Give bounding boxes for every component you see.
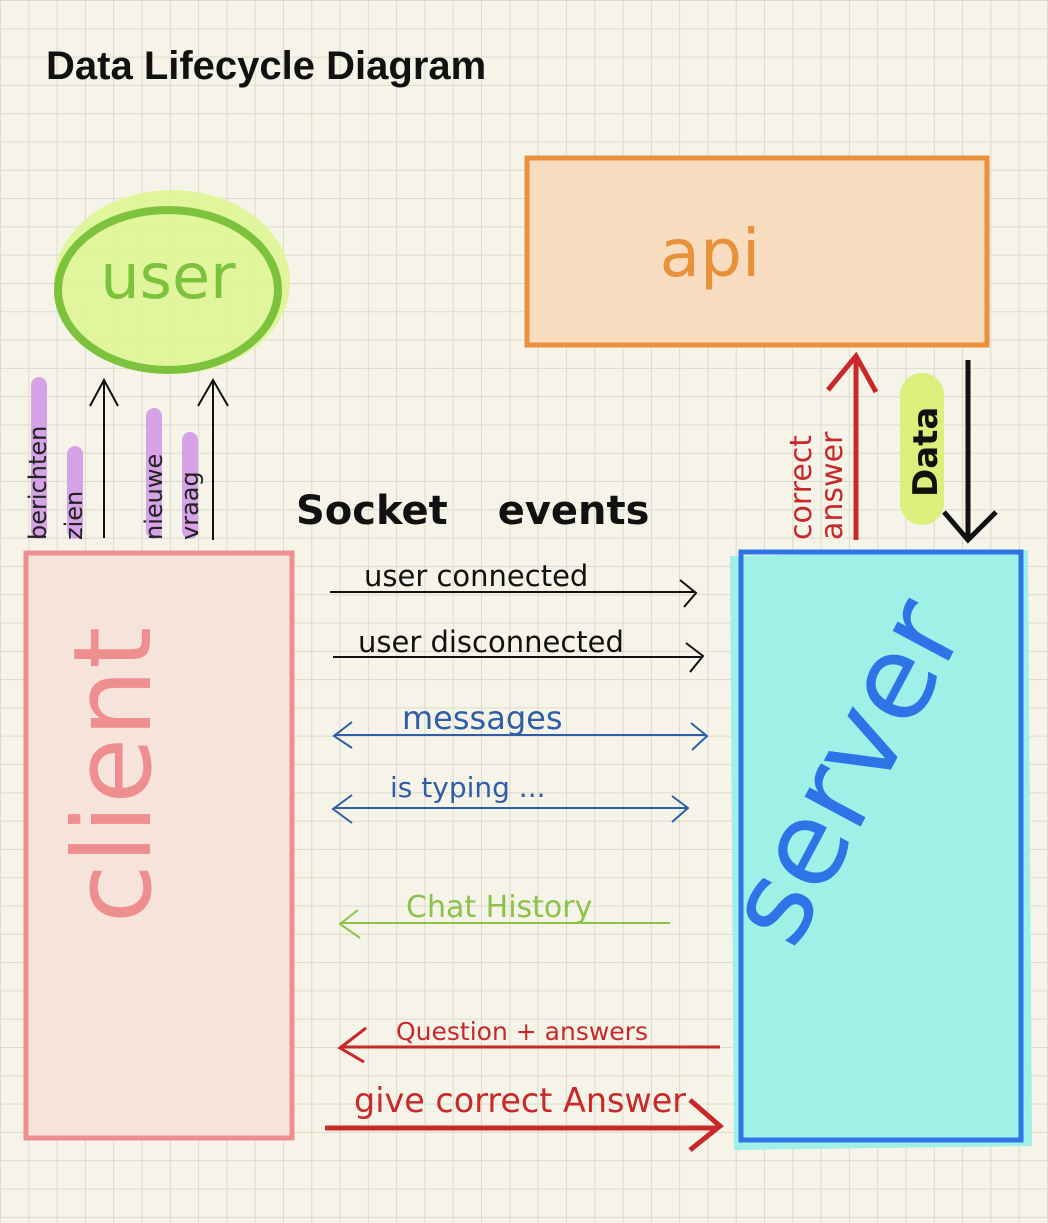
event-is-typing: is typing ... (331, 771, 690, 824)
arrow-head-right (688, 1098, 724, 1152)
api-to-server-link: Data (900, 360, 998, 544)
event-give-correct-answer: give correct Answer (325, 1081, 724, 1152)
arrow-head-left (338, 909, 361, 939)
arrow-head (942, 510, 998, 544)
arrow-head-right (690, 722, 709, 751)
client-label: client (51, 627, 176, 924)
page-title: Data Lifecycle Diagram (46, 44, 487, 88)
link-highlight (31, 377, 47, 539)
user-node: user (54, 190, 290, 374)
link-label-line2: vraag (176, 471, 204, 540)
link-label-line1: nieuwe (140, 454, 168, 540)
arrow-head (89, 377, 119, 407)
api-box (524, 155, 990, 348)
server-to-api-link: correct answer (784, 351, 879, 540)
event-label: messages (402, 699, 562, 737)
client-node: client (23, 550, 295, 1141)
arrow-head-left (332, 721, 353, 749)
event-question-answers: Question + answers (337, 1017, 720, 1064)
user-ellipse (54, 206, 282, 374)
link-label-line1: berichten (24, 426, 52, 540)
arrow-head (826, 351, 879, 394)
event-user-disconnected: user disconnected (333, 625, 705, 673)
socket-heading: Socket events (296, 488, 649, 534)
api-node: api (524, 155, 990, 348)
arrow-head-right (685, 642, 705, 673)
link-highlight (67, 446, 83, 539)
arrow-head (197, 377, 229, 407)
server-box (738, 549, 1024, 1143)
user-highlight (54, 190, 290, 374)
event-label: user disconnected (358, 625, 624, 659)
link-label-line1: correct (784, 435, 819, 540)
user-label: user (100, 240, 236, 313)
link-label-line2: zien (60, 491, 88, 540)
server-node: server (699, 549, 1032, 1150)
event-label: give correct Answer (354, 1081, 686, 1121)
link-label-line2: answer (815, 431, 850, 540)
client-user-link-1: berichten zien (24, 377, 119, 540)
client-user-link-2: nieuwe vraag (140, 377, 229, 540)
client-box (23, 550, 295, 1141)
event-label: is typing ... (390, 771, 546, 804)
server-highlight (730, 550, 1032, 1150)
link-highlight (182, 432, 198, 539)
link-highlight (900, 373, 944, 525)
event-label: user connected (364, 559, 588, 593)
event-messages: messages (332, 699, 709, 751)
event-label: Question + answers (396, 1017, 648, 1046)
event-chat-history: Chat History (338, 890, 670, 939)
event-label: Chat History (406, 890, 592, 925)
link-highlight (146, 408, 162, 539)
arrow-head-right (671, 795, 690, 823)
arrow-head-right (679, 579, 698, 608)
link-label: Data (906, 407, 946, 497)
api-label: api (660, 215, 761, 292)
event-user-connected: user connected (330, 559, 698, 608)
arrow-head-left (331, 794, 353, 824)
arrow-head-left (337, 1026, 367, 1064)
